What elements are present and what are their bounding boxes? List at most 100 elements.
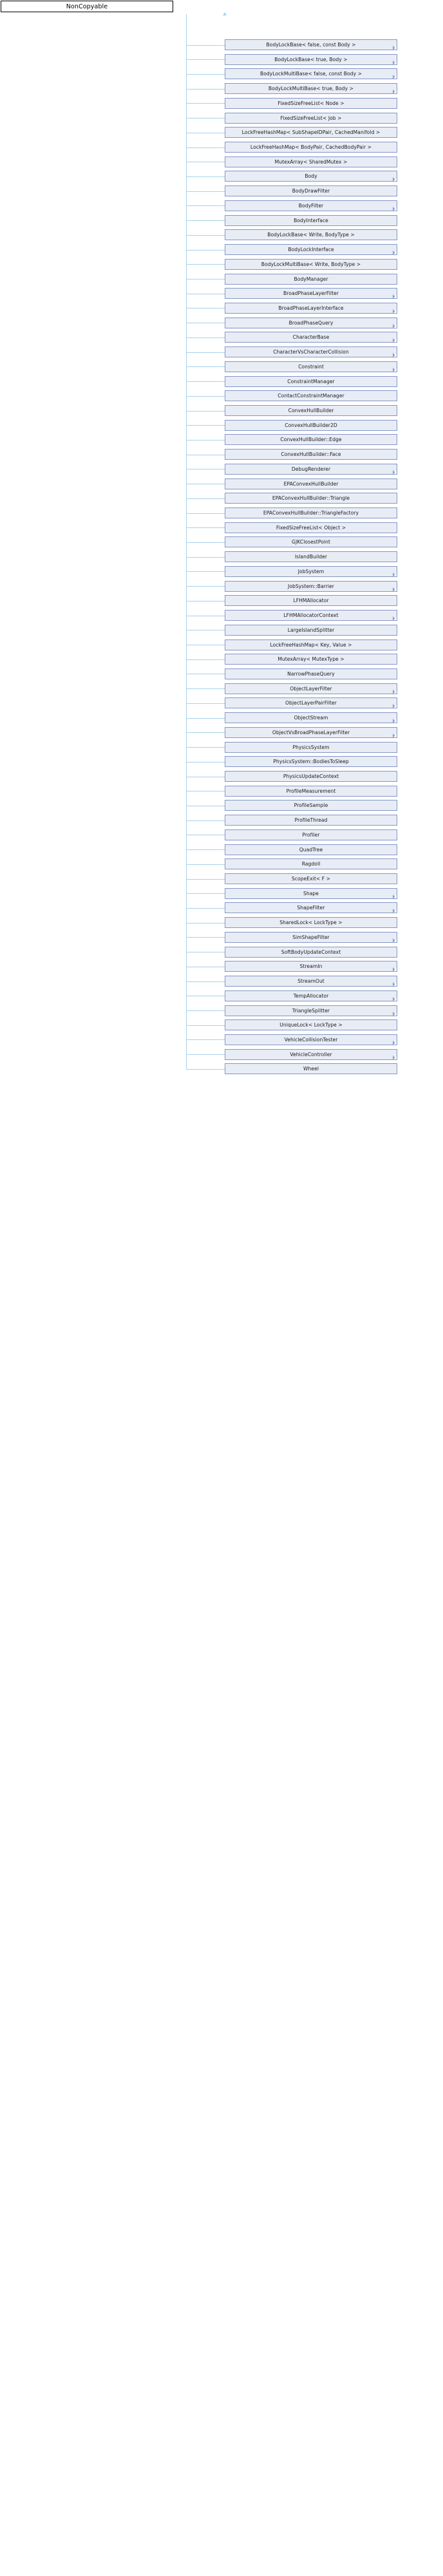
class-node[interactable]: BodyLockMultiBase< false, const Body > <box>225 68 397 80</box>
class-node[interactable]: DebugRenderer <box>225 463 397 475</box>
class-node[interactable]: MutexArray< MutexType > <box>225 654 397 665</box>
class-node-label: BodyManager <box>294 276 328 282</box>
class-node[interactable]: PhysicsUpdateContext <box>225 771 397 782</box>
class-node[interactable]: BodyLockBase< false, const Body > <box>225 39 397 50</box>
class-node-label: QuadTree <box>299 846 323 853</box>
class-node[interactable]: Shape <box>225 887 397 899</box>
class-node[interactable]: ProfileSample <box>225 800 397 811</box>
class-node-label: BodyLockMultiBase< Write, BodyType > <box>261 261 361 267</box>
class-node[interactable]: QuadTree <box>225 844 397 855</box>
class-node[interactable]: PhysicsSystem <box>225 741 397 753</box>
class-node[interactable]: BodyLockBase< true, Body > <box>225 53 397 65</box>
class-node-label: ObjectStream <box>294 715 328 721</box>
edge-line <box>186 1039 225 1040</box>
edge-line <box>186 45 225 46</box>
class-node[interactable]: BodyLockMultiBase< true, Body > <box>225 83 397 95</box>
class-node[interactable]: GJKClosestPoint <box>225 536 397 548</box>
class-node[interactable]: ObjectLayerPairFilter <box>225 697 397 709</box>
class-node[interactable]: TempAllocator <box>225 990 397 1001</box>
class-node-label: ShapeFilter <box>297 905 325 911</box>
class-node[interactable]: LargeIslandSplitter <box>225 624 397 636</box>
class-node[interactable]: EPAConvexHullBuilder::TriangleFactory <box>225 507 397 519</box>
class-node[interactable]: BroadPhaseQuery <box>225 317 397 328</box>
class-node[interactable]: LFHMAllocator <box>225 595 397 607</box>
class-node-label: EPAConvexHullBuilder::Triangle <box>272 495 350 502</box>
edge-line <box>186 688 225 689</box>
class-node[interactable]: ConvexHullBuilder::Edge <box>225 434 397 446</box>
root-class-node-noncopyable[interactable]: NonCopyable <box>1 1 173 12</box>
class-node[interactable]: BroadPhaseLayerInterface <box>225 302 397 314</box>
class-node[interactable]: JobSystem <box>225 565 397 577</box>
class-node[interactable]: Wheel <box>225 1063 397 1075</box>
class-node[interactable]: CharacterVsCharacterCollision <box>225 346 397 358</box>
class-node[interactable]: ProfileThread <box>225 815 397 826</box>
class-node[interactable]: TriangleSplitter <box>225 1005 397 1016</box>
class-node[interactable]: BroadPhaseLayerFilter <box>225 288 397 299</box>
class-node[interactable]: ShapeFilter <box>225 902 397 914</box>
class-node[interactable]: FixedSizeFreeList< Node > <box>225 97 397 109</box>
class-node[interactable]: SharedLock< LockType > <box>225 917 397 929</box>
class-node[interactable]: LockFreeHashMap< Key, Value > <box>225 639 397 650</box>
class-node-label: ConvexHullBuilder::Face <box>281 451 341 458</box>
class-node[interactable]: ConvexHullBuilder::Face <box>225 449 397 460</box>
class-node-label: BodyLockInterface <box>288 247 334 253</box>
class-node[interactable]: Body <box>225 171 397 182</box>
class-node-label: LockFreeHashMap< SubShapeIDPair, CachedM… <box>241 129 381 136</box>
class-node-label: MutexArray< SharedMutex > <box>274 158 348 165</box>
class-node-label: ConvexHullBuilder::Edge <box>280 437 342 443</box>
class-node[interactable]: SoftBodyUpdateContext <box>225 946 397 958</box>
class-node[interactable]: BodyLockMultiBase< Write, BodyType > <box>225 258 397 270</box>
edge-line <box>186 571 225 572</box>
class-node[interactable]: BodyDrawFilter <box>225 185 397 197</box>
class-node[interactable]: JobSystem::Barrier <box>225 580 397 592</box>
class-node[interactable]: EPAConvexHullBuilder::Triangle <box>225 493 397 504</box>
class-node[interactable]: ObjectLayerFilter <box>225 683 397 694</box>
class-node[interactable]: CharacterBase <box>225 332 397 343</box>
class-node[interactable]: Constraint <box>225 361 397 372</box>
class-node[interactable]: BodyLockBase< Write, BodyType > <box>225 229 397 241</box>
class-node[interactable]: VehicleController <box>225 1048 397 1060</box>
class-node[interactable]: ObjectVsBroadPhaseLayerFilter <box>225 726 397 738</box>
class-node[interactable]: BodyFilter <box>225 200 397 211</box>
class-node[interactable]: VehicleCollisionTester <box>225 1034 397 1045</box>
class-node[interactable]: MutexArray< SharedMutex > <box>225 156 397 167</box>
class-node[interactable]: IslandBuilder <box>225 551 397 563</box>
class-node[interactable]: EPAConvexHullBuilder <box>225 478 397 489</box>
class-node[interactable]: FixedSizeFreeList< Object > <box>225 522 397 533</box>
class-node[interactable]: SimShapeFilter <box>225 931 397 943</box>
class-node[interactable]: ContactConstraintManager <box>225 390 397 402</box>
class-node-label: LFHMAllocatorContext <box>283 612 339 619</box>
class-node[interactable]: StreamOut <box>225 976 397 987</box>
edge-line <box>186 411 225 412</box>
class-node[interactable]: ScopeExit< F > <box>225 873 397 885</box>
class-node[interactable]: Profiler <box>225 829 397 840</box>
class-node-label: BodyLockBase< true, Body > <box>274 56 348 62</box>
class-node[interactable]: NarrowPhaseQuery <box>225 668 397 679</box>
class-node[interactable]: BodyManager <box>225 273 397 285</box>
edge-line <box>186 747 225 748</box>
edge-line <box>186 908 225 909</box>
class-node[interactable]: Ragdoll <box>225 858 397 870</box>
class-node-label: BodyFilter <box>298 202 324 209</box>
class-node[interactable]: ConvexHullBuilder <box>225 405 397 416</box>
edge-line <box>186 220 225 221</box>
class-node[interactable]: ConstraintManager <box>225 375 397 387</box>
class-node[interactable]: BodyInterface <box>225 214 397 226</box>
edge-line <box>186 659 225 660</box>
class-node[interactable]: LockFreeHashMap< BodyPair, CachedBodyPai… <box>225 142 397 153</box>
class-node[interactable]: StreamIn <box>225 961 397 972</box>
class-node[interactable]: ConvexHullBuilder2D <box>225 419 397 431</box>
class-node[interactable]: PhysicsSystem::BodiesToSleep <box>225 756 397 768</box>
class-node[interactable]: FixedSizeFreeList< Job > <box>225 112 397 124</box>
class-node-label: ConvexHullBuilder2D <box>285 422 337 428</box>
class-node[interactable]: LockFreeHashMap< SubShapeIDPair, CachedM… <box>225 127 397 138</box>
edge-line <box>186 586 225 587</box>
class-node[interactable]: ObjectStream <box>225 712 397 724</box>
class-node[interactable]: LFHMAllocatorContext <box>225 610 397 621</box>
class-node-label: SimShapeFilter <box>292 934 330 940</box>
edge-line <box>186 191 225 192</box>
class-node[interactable]: ProfileMeasurement <box>225 785 397 797</box>
class-node[interactable]: BodyLockInterface <box>225 244 397 256</box>
class-node[interactable]: UniqueLock< LockType > <box>225 1019 397 1031</box>
